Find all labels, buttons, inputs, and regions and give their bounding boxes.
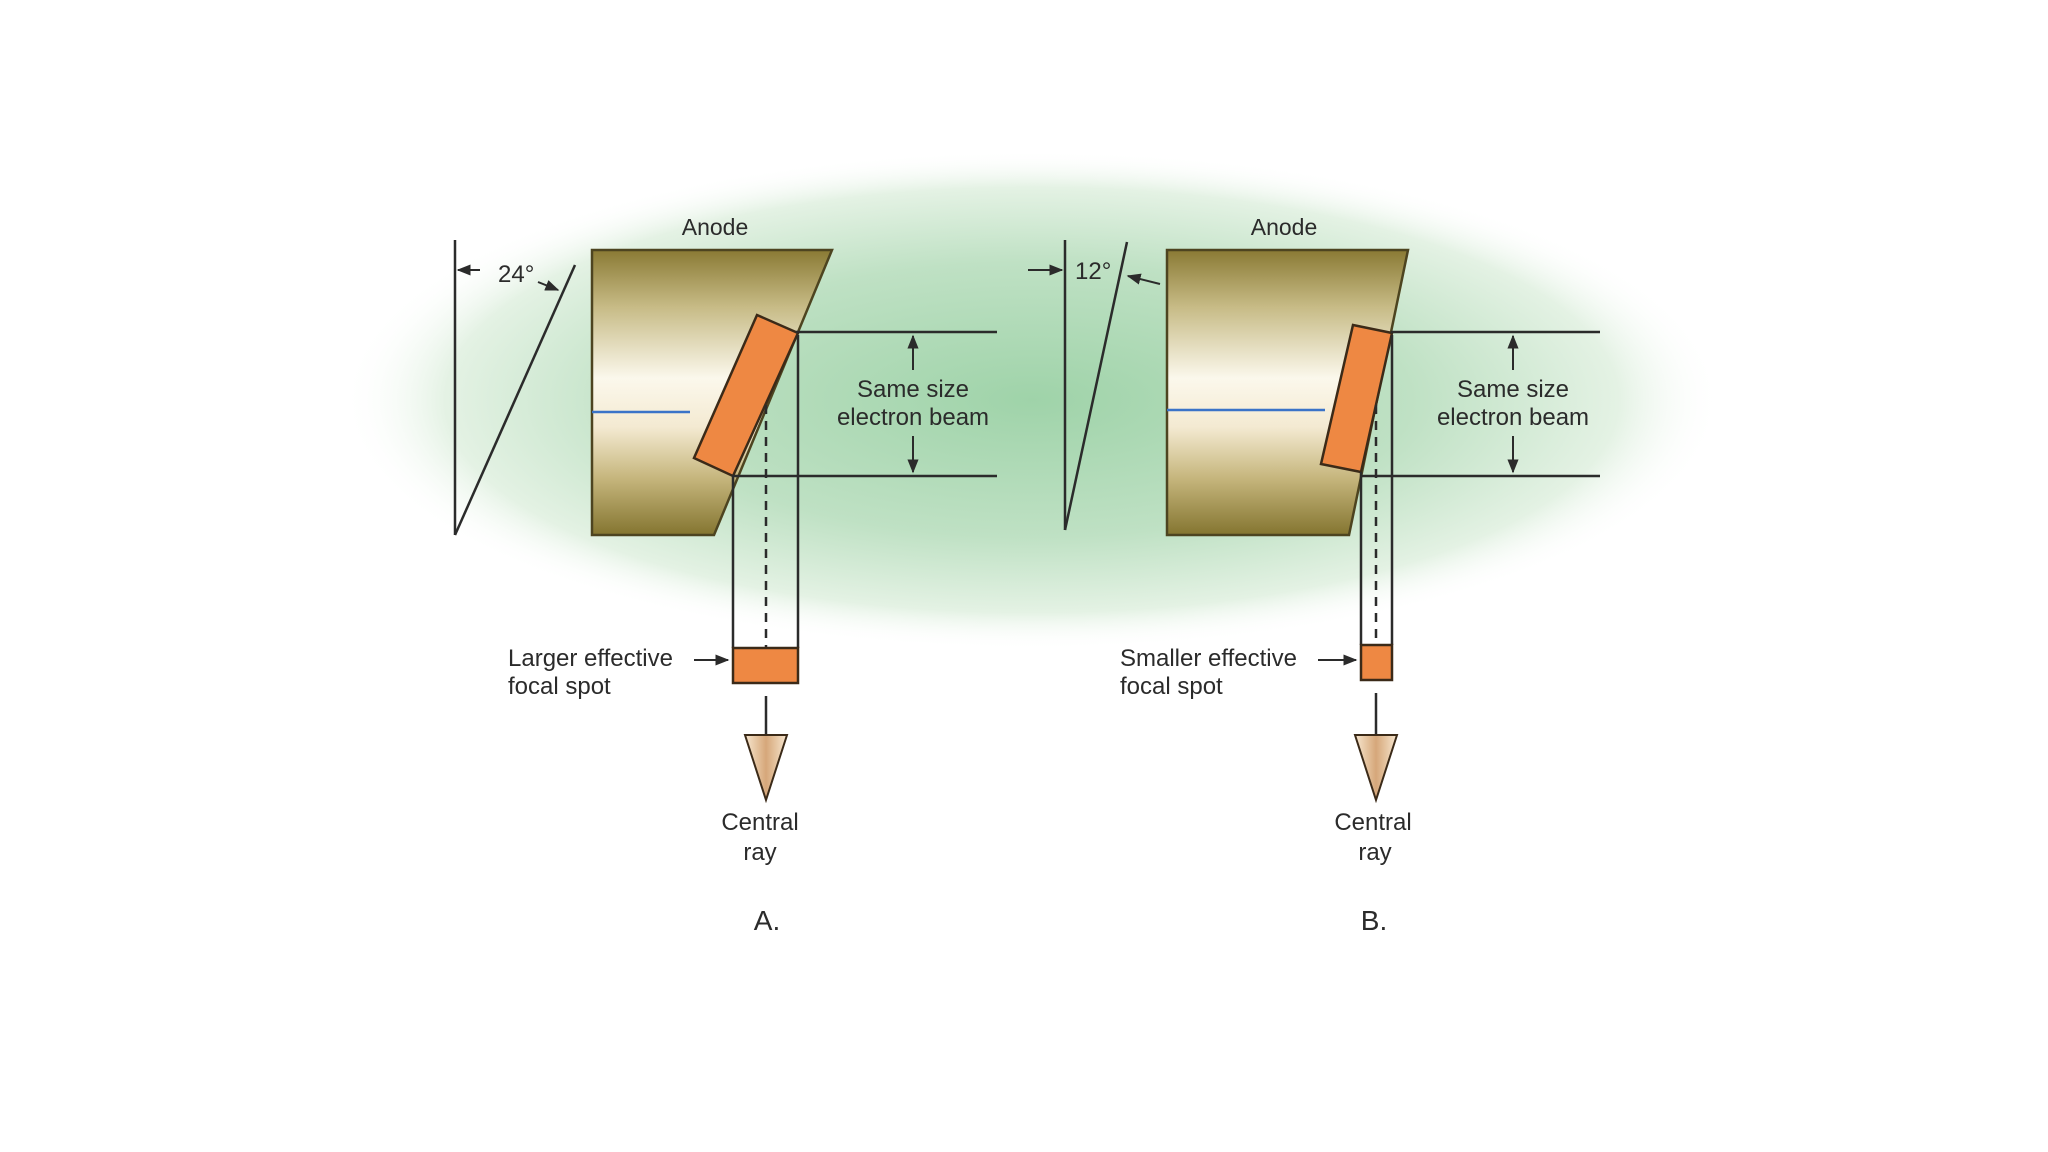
beam-label-line1: Same size <box>857 376 969 403</box>
ray-label-line1: Central <box>1334 809 1411 836</box>
panel-b: 12° Anode Same size electron beam Smalle… <box>1028 214 1600 936</box>
beam-label-line2: electron beam <box>837 404 989 431</box>
panel-caption: B. <box>1361 905 1387 936</box>
focal-label-line1: Smaller effective <box>1120 645 1297 672</box>
effective-focal-spot <box>731 646 800 685</box>
panel-a: 24° Anode Same size electron beam Larger… <box>453 214 997 936</box>
angle-label: 12° <box>1075 258 1111 285</box>
ray-label-line2: ray <box>743 839 776 866</box>
central-ray-arrowhead <box>743 734 789 804</box>
angle-arrow-right <box>537 280 560 291</box>
focal-label-line2: focal spot <box>508 673 611 700</box>
beam-label-line2: electron beam <box>1437 404 1589 431</box>
ray-label-line1: Central <box>721 809 798 836</box>
beam-label-line1: Same size <box>1457 376 1569 403</box>
anode-label: Anode <box>1251 214 1318 240</box>
central-ray-arrowhead <box>1353 734 1399 804</box>
ray-label-line2: ray <box>1358 839 1391 866</box>
anode-label: Anode <box>682 214 749 240</box>
angle-slanted-line <box>1063 241 1129 531</box>
focal-label-line1: Larger effective <box>508 645 673 672</box>
effective-focal-spot <box>1359 643 1394 682</box>
panel-caption: A. <box>754 905 780 936</box>
angle-slanted-line <box>453 264 577 536</box>
focal-label-line2: focal spot <box>1120 673 1223 700</box>
angle-label: 24° <box>498 261 534 288</box>
angle-arrow-right <box>1126 273 1161 285</box>
